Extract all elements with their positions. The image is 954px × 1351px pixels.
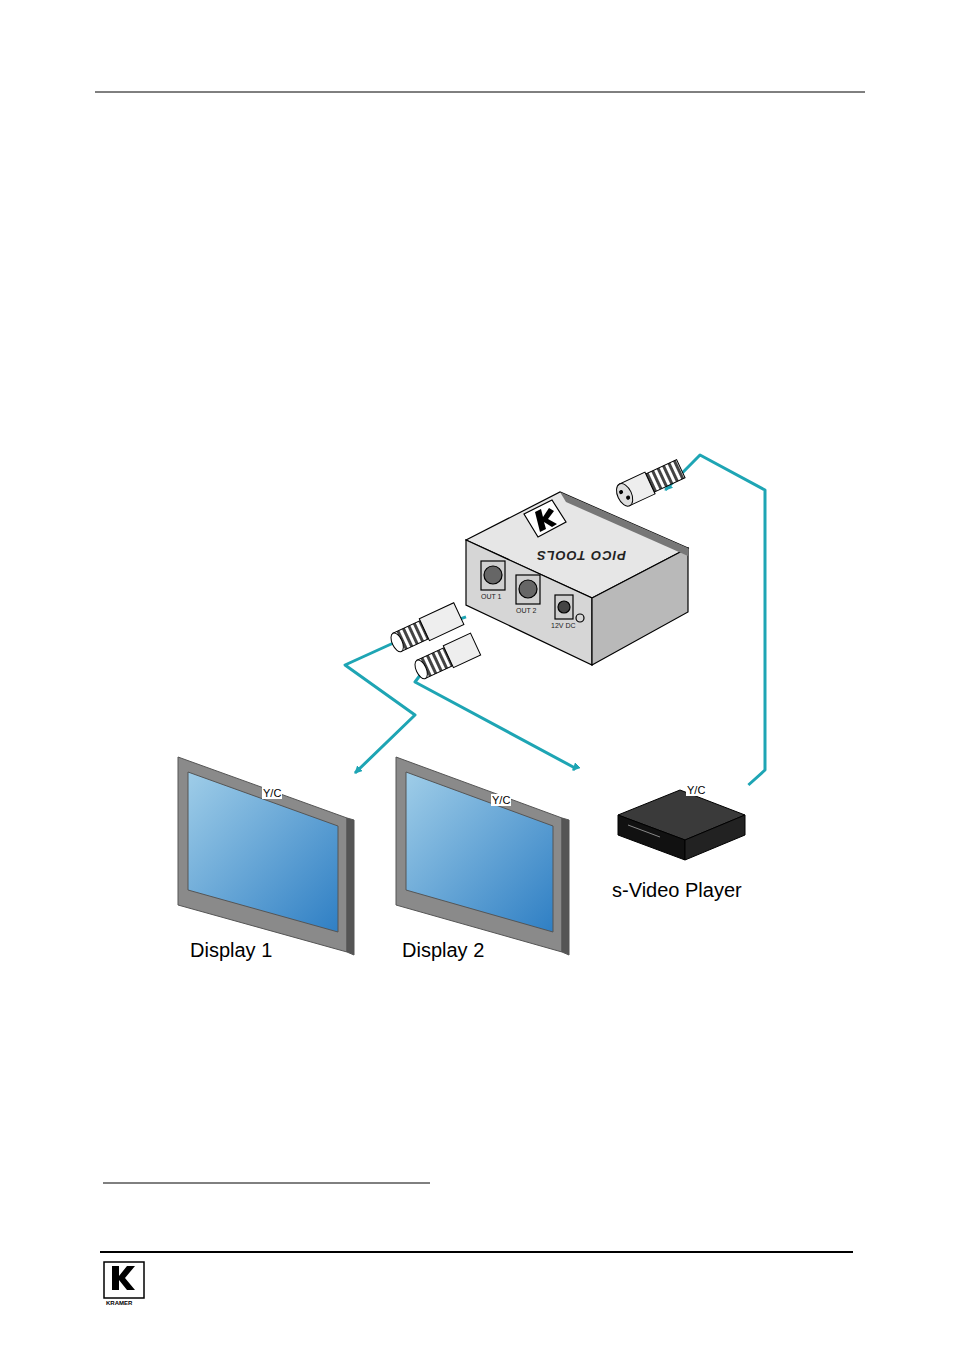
- video-cable: [665, 455, 765, 785]
- svideo-plug: [412, 633, 481, 682]
- port-label: 12V DC: [551, 622, 576, 630]
- display-2-screen: [396, 757, 569, 955]
- display-label: Display 2: [402, 939, 484, 961]
- device-name: PICO TOOLS: [536, 548, 626, 562]
- signal-label: Y/C: [491, 794, 511, 806]
- video-cable: [415, 642, 575, 771]
- footer-rule: [100, 1251, 853, 1253]
- logo-text: KRAMER: [106, 1300, 132, 1307]
- port-label: OUT 1: [481, 593, 502, 601]
- out2-port: [516, 575, 540, 604]
- out1-port: [481, 561, 505, 590]
- display-label: Display 1: [190, 939, 272, 961]
- video-cable: [345, 617, 466, 773]
- signal-label: Y/C: [262, 787, 282, 799]
- power-icon: [576, 614, 584, 622]
- display-box: Display 2: [393, 755, 573, 965]
- pico-tools-device: [466, 492, 688, 665]
- kramer-logo: [104, 1262, 144, 1298]
- signal-label: Y/C: [686, 784, 706, 796]
- port-label: OUT 2: [516, 607, 537, 615]
- dc-jack: [555, 595, 573, 619]
- svideo-player: [618, 790, 745, 860]
- device-logo: [524, 500, 566, 537]
- player-label: s-Video Player: [612, 879, 742, 901]
- svideo-plug: [613, 458, 686, 509]
- header-rule: [95, 92, 865, 93]
- footnote-rule: [103, 1183, 430, 1184]
- display-1-screen: [178, 757, 354, 955]
- device-box: PICO TOOLS: [466, 490, 691, 665]
- player-box: s-Video Player: [608, 785, 754, 907]
